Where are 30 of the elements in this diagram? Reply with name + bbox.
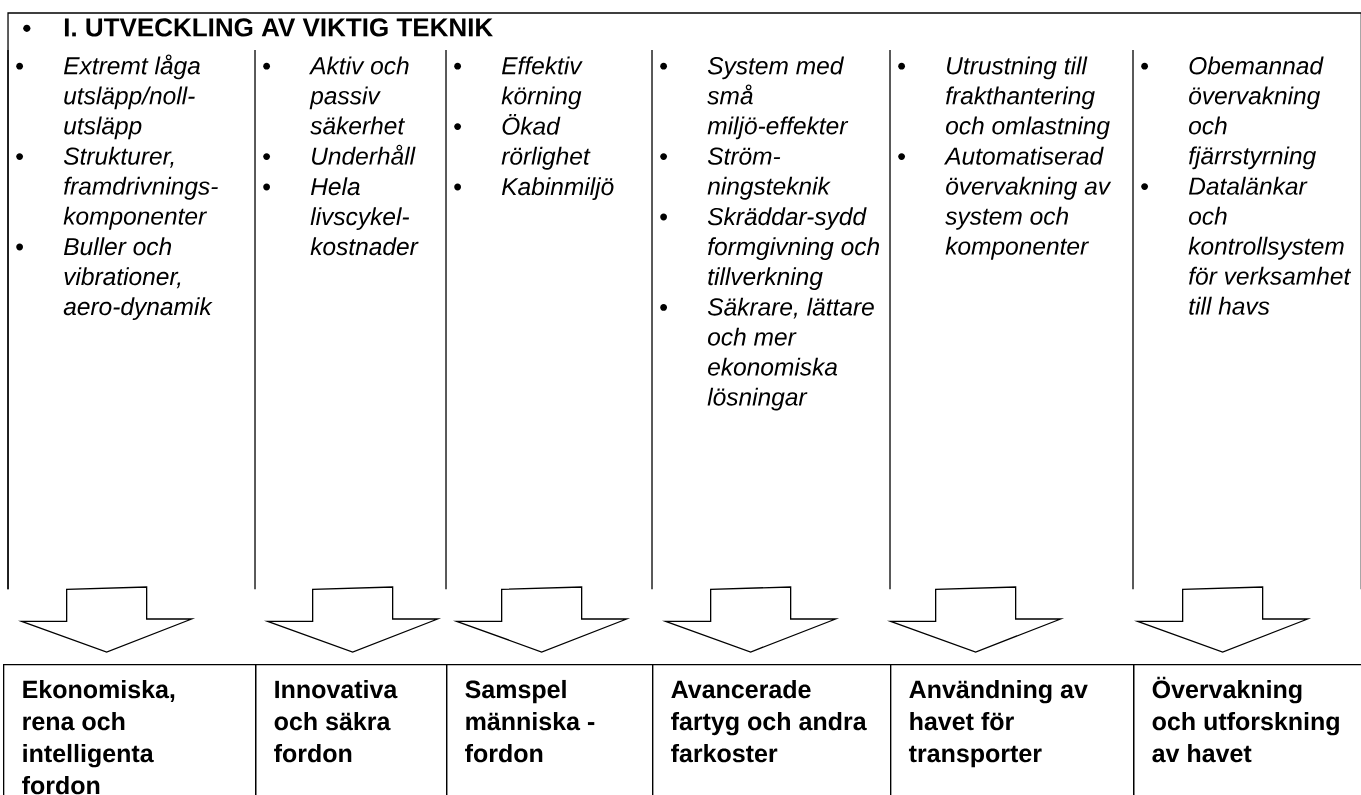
heading: I. UTVECKLING AV VIKTIG TEKNIK	[23, 18, 493, 37]
block-arrow	[1133, 586, 1312, 653]
bullet-item: Strukturer, framdrivnings-komponenter	[16, 146, 218, 230]
label-box: Övervakning och utforskning av havet	[1133, 664, 1361, 795]
bullet-item: Ström-ningsteknik	[660, 147, 831, 200]
bullet-item: Ökad rörlighet	[454, 114, 591, 170]
bullet-item: Extremt låga utsläpp/noll-utsläpp	[16, 54, 200, 140]
block-arrow	[263, 586, 442, 653]
bullet-item: Aktiv och passiv säkerhet	[263, 56, 409, 135]
bullet-item: Hela livscykel-kostnader	[263, 177, 419, 256]
label-box: Användning av havet för transporter	[890, 664, 1135, 795]
label-box: Innovativa och säkra fordon	[255, 664, 448, 795]
block-arrow	[452, 586, 631, 653]
block-arrow	[886, 586, 1065, 653]
block-arrow	[661, 586, 840, 653]
label-box: Samspel människa - fordon	[446, 664, 654, 795]
bullet-item: Obemannad övervakning och fjärrstyrning	[1141, 56, 1324, 170]
label-box: Avancerade fartyg och andra farkoster	[652, 664, 892, 795]
bullet-item: Buller och vibrationer, aero-dynamik	[16, 237, 213, 321]
bullet-item: Kabinmiljö	[454, 177, 614, 201]
bullet-item: Datalänkar och kontrollsystem för verksamhet till havs	[1141, 176, 1352, 315]
bullet-item: Effektiv körning	[454, 56, 583, 110]
bullet-item: Underhåll	[263, 144, 416, 165]
bullet-item: Skräddar-sydd formgivning och tillverkning	[660, 207, 880, 291]
bullet-item: System med små miljö-effekter	[660, 56, 849, 140]
bullet-item: Säkrare, lättare och mer ekonomiska lösningar	[660, 297, 874, 411]
block-arrow	[17, 586, 196, 653]
label-box: Ekonomiska, rena och intelligenta fordon	[3, 664, 257, 795]
bullet-item: Utrustning till frakthantering och omlastning	[898, 56, 1110, 140]
bullet-item: Automatiserad övervakning av system och komponenter	[898, 146, 1112, 260]
